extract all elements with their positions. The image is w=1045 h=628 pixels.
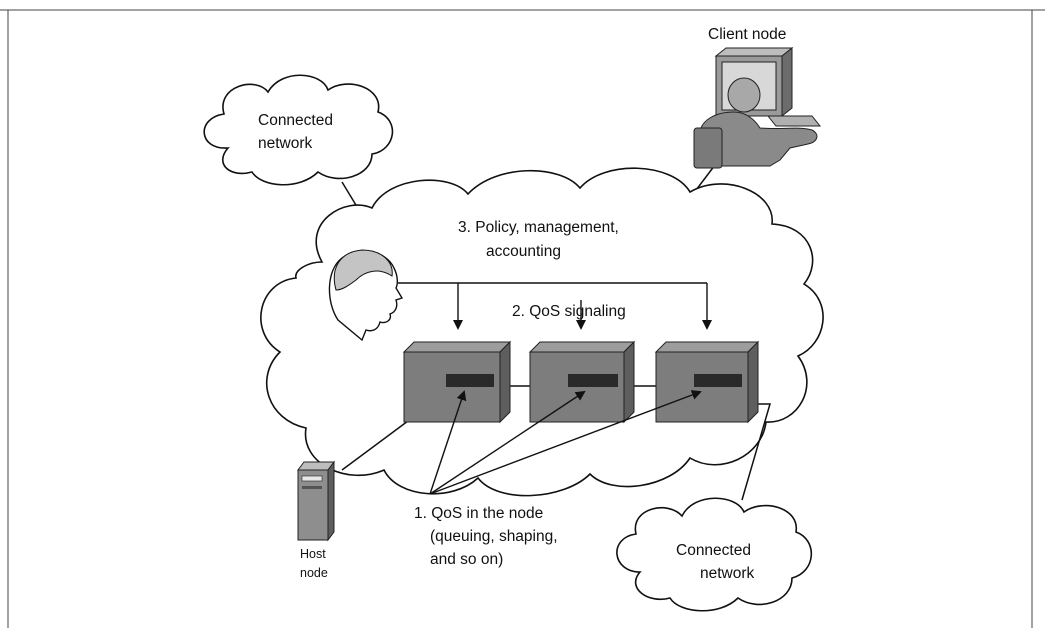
cloud-icon: [616, 497, 813, 612]
qos-node-label-line3: and so on): [430, 551, 503, 568]
client-node-label: Client node: [708, 26, 786, 43]
qos-node-label-line1: 1. QoS in the node: [414, 505, 543, 522]
policy-label-line1: 3. Policy, management,: [458, 219, 619, 236]
connected-network-bottom-line2: network: [700, 565, 755, 582]
connected-network-top-line2: network: [258, 135, 313, 152]
connected-network-top-line1: Connected: [258, 112, 333, 129]
network-node-icon: [402, 340, 512, 424]
link-bottom-cloud: [741, 403, 771, 501]
human-head-icon: [328, 249, 404, 342]
computer-user-icon: [693, 46, 822, 169]
network-node-icon: [528, 340, 636, 424]
queue-slot: [568, 374, 618, 387]
host-node-label-line2: node: [300, 566, 328, 580]
qos-arrow-node1: [429, 390, 467, 495]
qos-signaling-label: 2. QoS signaling: [512, 303, 626, 320]
queue-slot: [446, 374, 494, 387]
host-node-label-line1: Host: [300, 547, 326, 561]
queue-slot: [694, 374, 742, 387]
qos-arrow-node3: [429, 390, 702, 495]
policy-label-line2: accounting: [486, 243, 561, 260]
qos-node-label-line2: (queuing, shaping,: [430, 528, 558, 545]
cloud-icon: [260, 167, 824, 497]
server-tower-icon: [297, 460, 335, 542]
connected-network-bottom-line1: Connected: [676, 542, 751, 559]
qos-arrow-node2: [429, 390, 586, 495]
network-node-icon: [654, 340, 760, 424]
link-host: [341, 417, 413, 471]
cloud-icon: [203, 74, 394, 186]
